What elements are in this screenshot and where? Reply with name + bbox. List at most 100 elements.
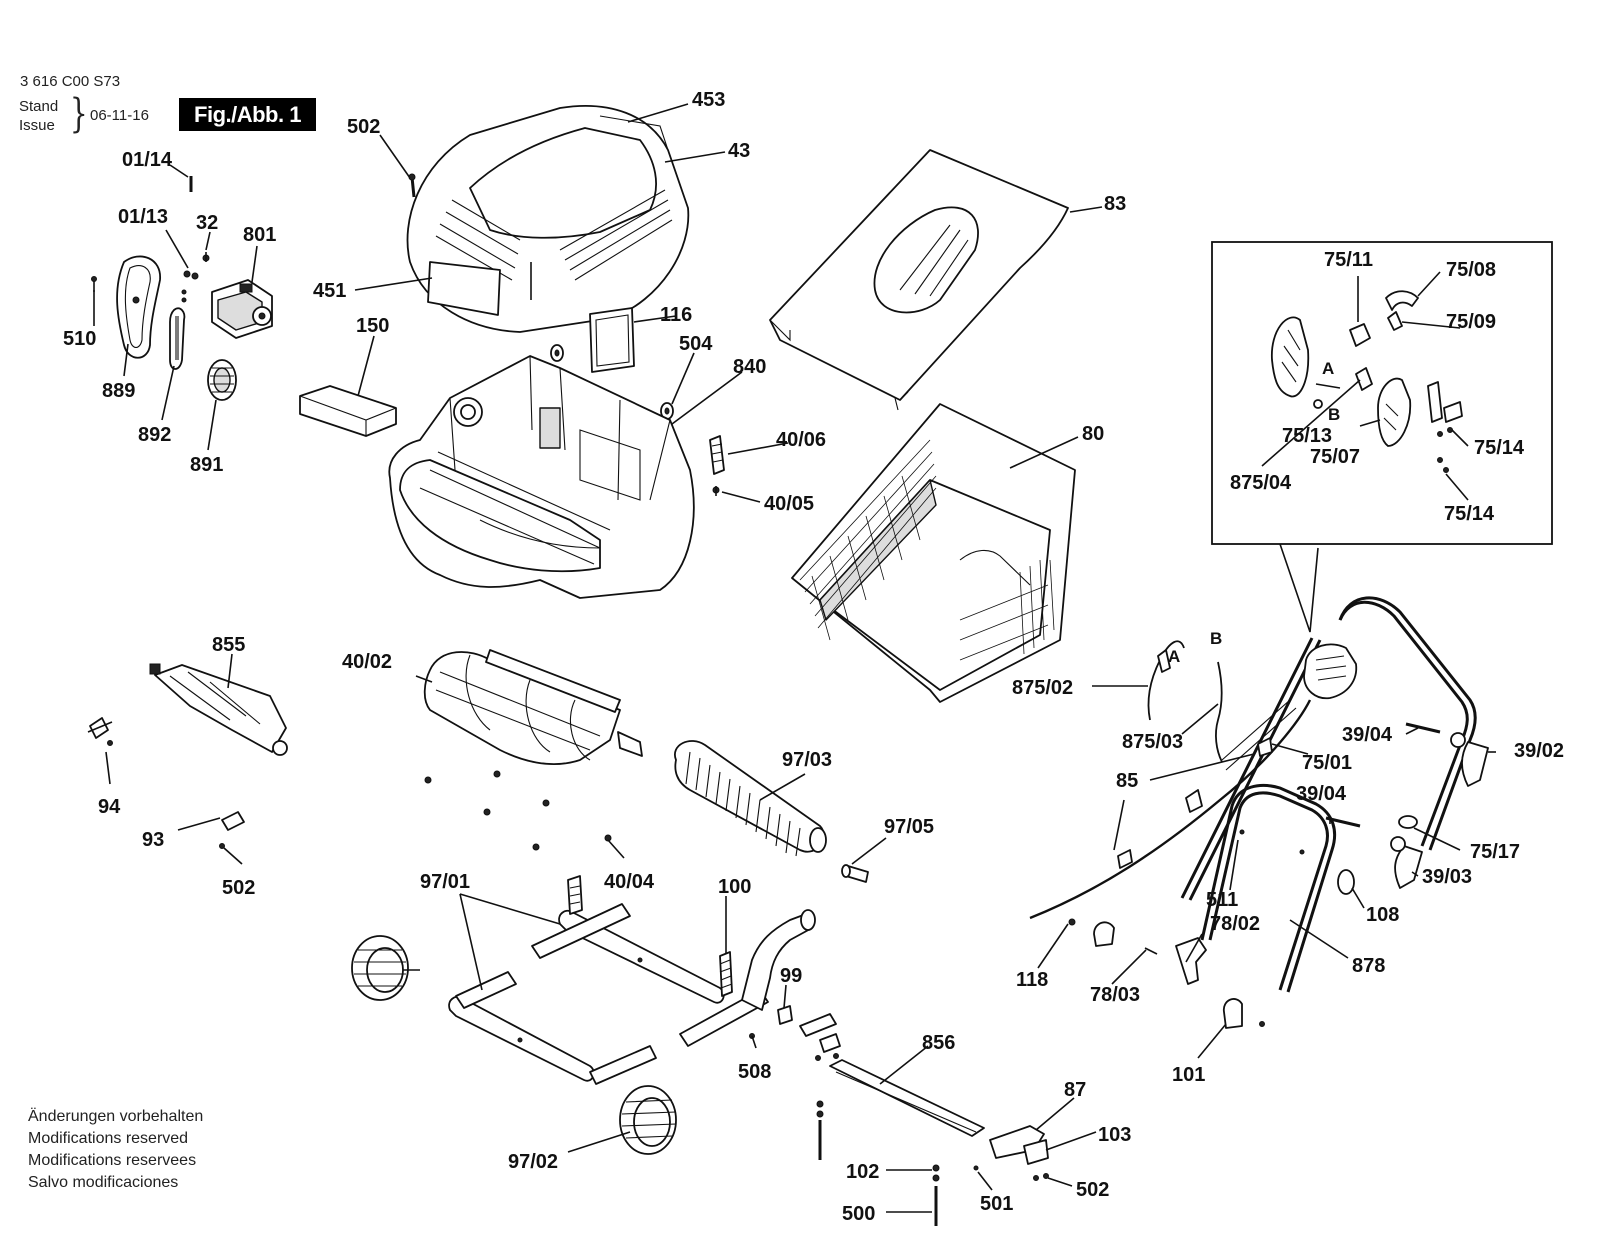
pad-150 bbox=[299, 385, 397, 437]
figure-label: Fig./Abb. 1 bbox=[179, 98, 316, 131]
label-101: 101 bbox=[1172, 1064, 1205, 1086]
stand-label: Stand bbox=[19, 98, 59, 115]
screws-40-04 bbox=[424, 770, 612, 851]
label-75-09: 75/09 bbox=[1446, 311, 1496, 333]
cable-ends-875 bbox=[1147, 640, 1223, 763]
washer-504 bbox=[550, 344, 674, 420]
label-78-03: 78/03 bbox=[1090, 984, 1140, 1006]
clips-handle bbox=[1068, 737, 1355, 1029]
label-75-07: 75/07 bbox=[1310, 446, 1360, 468]
label-878: 878 bbox=[1352, 955, 1385, 977]
lower-handle-878 bbox=[1200, 784, 1337, 993]
label-80: 80 bbox=[1082, 423, 1104, 445]
part-99 bbox=[777, 1005, 793, 1025]
detail-inset-box bbox=[1211, 241, 1553, 633]
label-75-17: 75/17 bbox=[1470, 841, 1520, 863]
footer-note-es: Salvo modificaciones bbox=[28, 1174, 179, 1191]
issue-date: 06-11-16 bbox=[90, 107, 149, 124]
axle-97-05 bbox=[841, 864, 869, 883]
label-39-02: 39/02 bbox=[1514, 740, 1564, 762]
drive-belt-892 bbox=[169, 307, 186, 370]
label-01-13: 01/13 bbox=[118, 206, 168, 228]
label-39-03: 39/03 bbox=[1422, 866, 1472, 888]
label-875-03: 875/03 bbox=[1122, 731, 1183, 753]
label-75-08: 75/08 bbox=[1446, 259, 1496, 281]
label-83: 83 bbox=[1104, 193, 1126, 215]
label-840: 840 bbox=[733, 356, 766, 378]
chassis-97-01 bbox=[448, 875, 816, 1085]
motor-hood-453 bbox=[406, 105, 690, 333]
label-102: 102 bbox=[846, 1161, 879, 1183]
label-39-04-upper: 39/04 bbox=[1342, 724, 1393, 746]
part-93 bbox=[219, 811, 245, 849]
label-75-14-lower: 75/14 bbox=[1444, 503, 1495, 525]
brace-glyph: } bbox=[69, 91, 88, 137]
label-78-02: 78/02 bbox=[1210, 913, 1260, 935]
label-508: 508 bbox=[738, 1061, 771, 1083]
label-75-13: 75/13 bbox=[1282, 425, 1332, 447]
label-510: 510 bbox=[63, 328, 96, 350]
handle-knobs bbox=[1325, 722, 1489, 889]
label-451: 451 bbox=[313, 280, 346, 302]
label-500: 500 bbox=[842, 1203, 875, 1225]
label-99: 99 bbox=[780, 965, 802, 987]
label-856: 856 bbox=[922, 1032, 955, 1054]
grass-bag-80 bbox=[791, 403, 1076, 703]
part-number-labels: 453 43 502 451 83 01/14 01/13 32 801 510… bbox=[63, 89, 1564, 1225]
label-511: 511 bbox=[1206, 889, 1238, 911]
label-150: 150 bbox=[356, 315, 389, 337]
label-32: 32 bbox=[196, 212, 218, 234]
label-43: 43 bbox=[728, 140, 750, 162]
label-801: 801 bbox=[243, 224, 276, 246]
wheel-97-02 bbox=[619, 1085, 677, 1155]
part-94 bbox=[87, 717, 113, 746]
spring-100 bbox=[719, 951, 733, 997]
label-891: 891 bbox=[190, 454, 223, 476]
label-75-14-upper: 75/14 bbox=[1474, 437, 1525, 459]
filter-116 bbox=[589, 307, 635, 373]
label-116: 116 bbox=[660, 304, 692, 326]
cable-marker-a: A bbox=[1168, 647, 1180, 666]
motor-801 bbox=[211, 279, 273, 339]
footer-note-de: Änderungen vorbehalten bbox=[28, 1108, 204, 1125]
label-453: 453 bbox=[692, 89, 725, 111]
label-01-14: 01/14 bbox=[122, 149, 173, 171]
bolt-500-102 bbox=[816, 1100, 979, 1226]
inset-marker-a: A bbox=[1322, 359, 1334, 378]
label-118: 118 bbox=[1016, 969, 1048, 991]
blade-856 bbox=[829, 1059, 985, 1137]
label-40-05: 40/05 bbox=[764, 493, 814, 515]
label-93: 93 bbox=[142, 829, 164, 851]
label-100: 100 bbox=[718, 876, 751, 898]
small-fixings-left bbox=[91, 252, 210, 303]
label-504: 504 bbox=[679, 333, 713, 355]
label-502-bottom: 502 bbox=[1076, 1179, 1109, 1201]
footer-note-en: Modifications reserved bbox=[28, 1130, 189, 1147]
label-502-top: 502 bbox=[347, 116, 380, 138]
handle-upper bbox=[1180, 596, 1477, 901]
label-103: 103 bbox=[1098, 1124, 1131, 1146]
bracket-87-103 bbox=[989, 1125, 1049, 1181]
cutter-40-02 bbox=[423, 649, 643, 766]
label-108: 108 bbox=[1366, 904, 1399, 926]
label-40-02: 40/02 bbox=[342, 651, 392, 673]
label-855: 855 bbox=[212, 634, 245, 656]
brackets-mid bbox=[799, 1013, 841, 1061]
label-40-06: 40/06 bbox=[776, 429, 826, 451]
label-97-05: 97/05 bbox=[884, 816, 934, 838]
label-85: 85 bbox=[1116, 770, 1138, 792]
label-75-11: 75/11 bbox=[1324, 249, 1373, 271]
label-87: 87 bbox=[1064, 1079, 1086, 1101]
label-875-04: 875/04 bbox=[1230, 472, 1292, 494]
grass-bag-lid-83 bbox=[769, 149, 1069, 411]
label-889: 889 bbox=[102, 380, 135, 402]
label-97-01: 97/01 bbox=[420, 871, 470, 893]
label-892: 892 bbox=[138, 424, 171, 446]
cable-marker-b: B bbox=[1210, 629, 1222, 648]
spring-40-06 bbox=[709, 435, 725, 475]
label-94: 94 bbox=[98, 796, 121, 818]
cable-87 bbox=[1029, 699, 1312, 920]
leader-lines bbox=[93, 103, 1496, 1213]
